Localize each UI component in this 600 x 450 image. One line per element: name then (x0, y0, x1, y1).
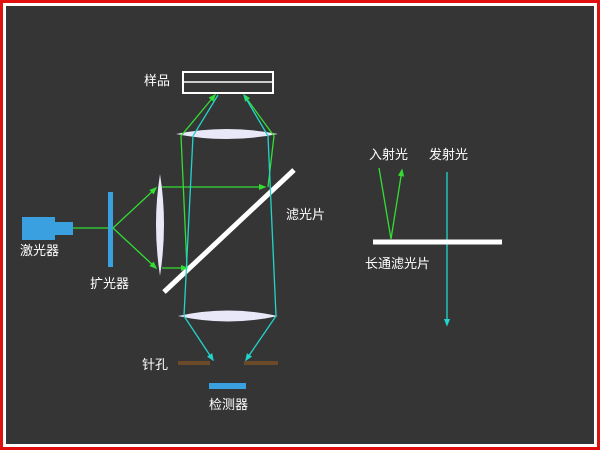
emitted-light-label: 发射光 (429, 147, 468, 163)
pinhole (178, 361, 278, 365)
detector (209, 383, 246, 389)
diagram-canvas: 样品 激光器 扩光器 滤光片 针孔 (6, 6, 594, 444)
laser-icon (22, 217, 73, 240)
incident-light-label: 入射光 (369, 147, 408, 163)
longpass-filter-label: 长通滤光片 (365, 257, 430, 272)
beam-expander (108, 192, 113, 267)
collimating-lens (156, 174, 164, 276)
focusing-lens-bottom (178, 310, 278, 322)
objective-lens-top (176, 129, 278, 139)
sample-label: 样品 (144, 74, 170, 89)
pinhole-label: 针孔 (142, 358, 168, 373)
confocal-diagram: 样品 激光器 扩光器 滤光片 针孔 (20, 71, 502, 413)
sample-slide (182, 71, 274, 94)
beam-expander-label: 扩光器 (90, 277, 129, 292)
incident-beam (73, 93, 275, 272)
detector-label: 检测器 (209, 398, 248, 413)
laser-label: 激光器 (20, 244, 59, 259)
emitted-beam (183, 94, 277, 362)
legend-incident-arrows (378, 167, 405, 240)
filter-label: 滤光片 (286, 208, 325, 223)
